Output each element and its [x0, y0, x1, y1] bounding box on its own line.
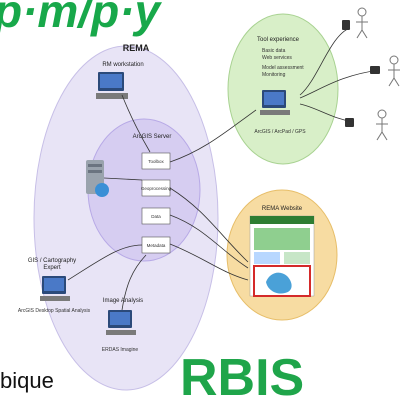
- user-figure-3: [376, 109, 388, 141]
- image-analysis-icon: [106, 310, 136, 335]
- connector-rm-boxes: [121, 94, 151, 153]
- connector-boxes-web: [169, 187, 249, 281]
- gis-title: GIS / Cartography: [28, 258, 76, 264]
- connector-users: [299, 27, 381, 123]
- map-thumbnail: [266, 272, 292, 294]
- tool-expert-workstation-icon: [260, 90, 290, 115]
- box-label-4: Metadata: [147, 243, 166, 248]
- tool-item-4: Monitoring: [262, 72, 286, 78]
- image-analysis-note: ERDAS Imagine: [102, 347, 139, 353]
- user-figure-1: [356, 7, 368, 39]
- arcgis-title: ArcGIS Server: [133, 134, 172, 140]
- box-label-2: Geoprocessing: [141, 186, 172, 191]
- gis-note: ArcGIS Desktop Spatial Analysis: [18, 308, 91, 314]
- website-highlight-box: [253, 265, 311, 297]
- connector-gis-boxes: [67, 244, 143, 281]
- user-figure-2: [388, 55, 400, 87]
- gis-workstation-icon: [40, 276, 70, 301]
- tool-expert-note: ArcGIS / ArcPad / GPS: [254, 129, 306, 135]
- connector-server-boxes: [103, 177, 143, 181]
- tool-item-1: Basic data: [262, 48, 286, 54]
- footer-rbis: RBIS: [180, 349, 305, 407]
- rm-workstation-icon: [96, 72, 128, 99]
- rema-website-title: REMA Website: [262, 206, 303, 212]
- server-icon: [86, 160, 109, 197]
- rm-workstation-label: RM workstation: [102, 62, 143, 68]
- box-label-1: Toolbox: [148, 159, 164, 164]
- tool-item-2: Web services: [262, 55, 292, 61]
- rema-title: REMA: [123, 43, 150, 53]
- footer-left-text: bique: [0, 368, 54, 393]
- connector-image-boxes: [121, 254, 147, 311]
- image-analysis-title: Image Analysis: [103, 298, 143, 304]
- gis-sub: Expert: [43, 265, 61, 271]
- header-title: p·m/p·y: [0, 0, 161, 37]
- connector-boxes-tool: [169, 109, 257, 163]
- tool-expert-region: [227, 13, 339, 165]
- tool-item-3: Model assessment: [262, 65, 304, 71]
- box-label-3: Data: [151, 214, 161, 219]
- tool-expert-title: Tool experience: [257, 37, 300, 43]
